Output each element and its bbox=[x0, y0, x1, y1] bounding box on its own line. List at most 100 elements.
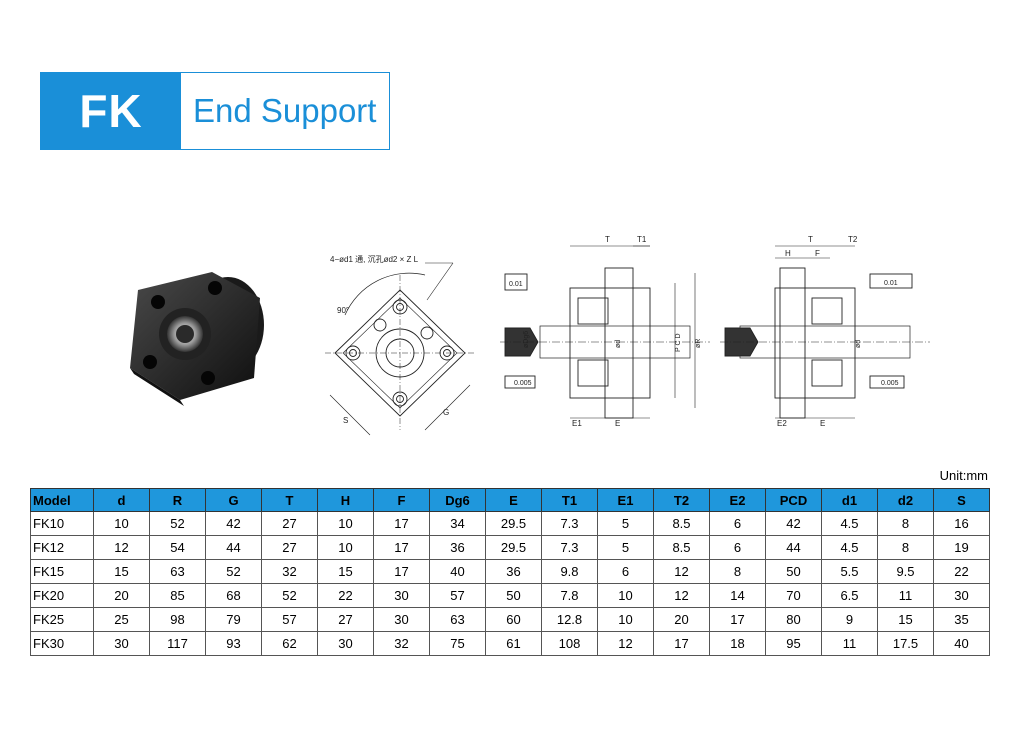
column-header: H bbox=[317, 488, 374, 512]
dim-PCD-label: P C D bbox=[675, 333, 682, 352]
table-cell: 10 bbox=[317, 511, 374, 536]
table-cell: 8.5 bbox=[653, 511, 710, 536]
section-view-2: 0.01 0.005 T T2 H F E2 E ød bbox=[720, 235, 930, 428]
hole-note-label: 4−ød1 通, 沉孔ød2 × Z L bbox=[330, 254, 419, 264]
table-cell: 17 bbox=[709, 607, 766, 632]
tol-flat-1: 0.005 bbox=[514, 380, 532, 387]
table-cell: 57 bbox=[261, 607, 318, 632]
table-cell: 27 bbox=[261, 511, 318, 536]
table-cell: 44 bbox=[765, 535, 822, 560]
angle-label: 90° bbox=[337, 306, 349, 315]
table-cell: 35 bbox=[933, 607, 990, 632]
table-cell: 52 bbox=[149, 511, 206, 536]
table-cell: 22 bbox=[933, 559, 990, 584]
table-cell: 6 bbox=[709, 535, 766, 560]
product-title: End Support bbox=[193, 92, 377, 129]
table-cell: 30 bbox=[373, 583, 430, 608]
table-cell: 40 bbox=[933, 631, 990, 656]
table-cell: 68 bbox=[205, 583, 262, 608]
table-cell: 17.5 bbox=[877, 631, 934, 656]
column-header: F bbox=[373, 488, 430, 512]
table-cell: 108 bbox=[541, 631, 598, 656]
table-cell: 85 bbox=[149, 583, 206, 608]
table-cell: 42 bbox=[765, 511, 822, 536]
table-cell: 19 bbox=[933, 535, 990, 560]
column-header: d2 bbox=[877, 488, 934, 512]
table-cell: 20 bbox=[653, 607, 710, 632]
table-cell: 10 bbox=[597, 583, 654, 608]
table-cell: 30 bbox=[373, 607, 430, 632]
table-cell: 30 bbox=[933, 583, 990, 608]
table-cell: 9 bbox=[821, 607, 878, 632]
column-header: R bbox=[149, 488, 206, 512]
column-header: Dg6 bbox=[429, 488, 486, 512]
table-cell: 61 bbox=[485, 631, 542, 656]
table-cell: 29.5 bbox=[485, 535, 542, 560]
table-cell: FK20 bbox=[30, 583, 94, 608]
table-cell: 27 bbox=[317, 607, 374, 632]
table-cell: 20 bbox=[93, 583, 150, 608]
dim-Dg6-label: øDg6 bbox=[523, 331, 530, 348]
table-cell: FK12 bbox=[30, 535, 94, 560]
table-cell: 98 bbox=[149, 607, 206, 632]
table-cell: 63 bbox=[429, 607, 486, 632]
table-cell: 40 bbox=[429, 559, 486, 584]
table-cell: 75 bbox=[429, 631, 486, 656]
table-cell: 5 bbox=[597, 511, 654, 536]
table-cell: FK15 bbox=[30, 559, 94, 584]
table-cell: 42 bbox=[205, 511, 262, 536]
dim-T-label-1: T bbox=[605, 235, 610, 244]
table-cell: 54 bbox=[149, 535, 206, 560]
dim-d-label-1: ød bbox=[615, 340, 622, 348]
table-cell: 17 bbox=[373, 559, 430, 584]
dim-E-label-2: E bbox=[820, 419, 825, 428]
table-cell: 36 bbox=[429, 535, 486, 560]
table-cell: 17 bbox=[373, 511, 430, 536]
table-cell: 9.8 bbox=[541, 559, 598, 584]
table-cell: 17 bbox=[373, 535, 430, 560]
tol-flat-2: 0.005 bbox=[881, 380, 899, 387]
dim-S-label: S bbox=[343, 416, 348, 425]
table-cell: 8 bbox=[877, 511, 934, 536]
unit-label: Unit:mm bbox=[939, 468, 988, 483]
table-cell: 4.5 bbox=[821, 535, 878, 560]
column-header: T1 bbox=[541, 488, 598, 512]
column-header: E bbox=[485, 488, 542, 512]
table-cell: 30 bbox=[317, 631, 374, 656]
table-cell: 52 bbox=[205, 559, 262, 584]
table-cell: 12.8 bbox=[541, 607, 598, 632]
table-cell: 36 bbox=[485, 559, 542, 584]
dim-T1-label: T1 bbox=[637, 235, 647, 244]
table-cell: 18 bbox=[709, 631, 766, 656]
table-cell: 117 bbox=[149, 631, 206, 656]
table-cell: 17 bbox=[653, 631, 710, 656]
table-cell: 57 bbox=[429, 583, 486, 608]
table-cell: 60 bbox=[485, 607, 542, 632]
table-cell: FK25 bbox=[30, 607, 94, 632]
column-header: d1 bbox=[821, 488, 878, 512]
dim-G-label: G bbox=[443, 408, 449, 417]
table-cell: 8 bbox=[877, 535, 934, 560]
column-header: PCD bbox=[765, 488, 822, 512]
table-cell: 44 bbox=[205, 535, 262, 560]
table-cell: 5 bbox=[597, 535, 654, 560]
table-cell: 12 bbox=[597, 631, 654, 656]
table-cell: 11 bbox=[877, 583, 934, 608]
column-header: E2 bbox=[709, 488, 766, 512]
table-cell: 14 bbox=[709, 583, 766, 608]
table-cell: 10 bbox=[597, 607, 654, 632]
column-header: S bbox=[933, 488, 990, 512]
product-photo bbox=[130, 272, 264, 406]
dim-E-label-1: E bbox=[615, 419, 620, 428]
column-header: G bbox=[205, 488, 262, 512]
table-cell: 10 bbox=[93, 511, 150, 536]
column-header: T2 bbox=[653, 488, 710, 512]
table-cell: 62 bbox=[261, 631, 318, 656]
table-cell: 79 bbox=[205, 607, 262, 632]
